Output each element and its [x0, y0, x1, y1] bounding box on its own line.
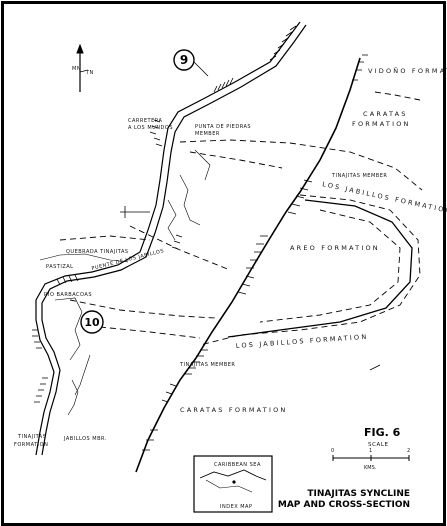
scale-label: SCALE: [368, 442, 389, 448]
figure-label: FIG. 6: [364, 426, 401, 439]
north-label-tn: TN: [85, 70, 94, 76]
stop-9-label: 9: [180, 53, 188, 67]
label-quebrada: QUEBRADA TINAJITAS: [66, 249, 129, 255]
label-caratas-upper-2: FORMATION: [352, 120, 411, 128]
north-label-mn: MN: [72, 66, 81, 72]
scale-tick-0: 0: [331, 448, 334, 454]
strike-hatches: [142, 54, 368, 451]
index-map-label: INDEX MAP: [220, 504, 253, 510]
label-areo: AREO FORMATION: [290, 244, 380, 252]
index-map-sea: CARIBBEAN SEA: [214, 462, 261, 468]
label-tinajitas-member-lower: TINAJITAS MEMBER: [179, 362, 235, 368]
figure-title-line2: MAP AND CROSS-SECTION: [278, 500, 410, 510]
label-jabillos-lower: LOS JABILLOS FORMATION: [236, 333, 369, 350]
north-arrow: [76, 43, 89, 92]
figure-title-line1: TINAJITAS SYNCLINE: [307, 489, 410, 499]
label-caratas-upper-1: CARATAS: [363, 110, 408, 118]
scale-tick-1: 1: [369, 448, 372, 454]
label-pastizal: PASTIZAL: [46, 264, 73, 270]
label-caratas-lower: CARATAS FORMATION: [180, 406, 287, 414]
label-rio: RIO BARBACOAS: [44, 292, 92, 298]
label-punta-piedras-1: PUNTA DE PIEDRAS: [195, 124, 251, 130]
jabillos-contact: [227, 199, 413, 338]
label-jabillos-small: JABILLOS MBR.: [63, 436, 107, 442]
index-map-inset: [193, 455, 273, 513]
label-punta-piedras-2: MEMBER: [195, 131, 220, 137]
scale-bar: [332, 455, 410, 461]
traverse-lines: [120, 206, 381, 371]
label-tinajitas-member-upper: TINAJITAS MEMBER: [331, 173, 387, 179]
stop-10-marker: 10: [80, 310, 104, 334]
stop-9-marker: 9: [173, 49, 195, 71]
label-vidono-1: VIDOÑO FORMATION: [368, 66, 447, 75]
label-carretera-2: A LOS MUNDOS: [128, 125, 173, 131]
stop-10-label: 10: [84, 316, 100, 329]
scale-tick-2: 2: [407, 448, 410, 454]
label-tinajitas-form: TINAJITAS: [17, 434, 46, 440]
formation-contacts: [59, 91, 423, 346]
road: [35, 21, 307, 456]
drainage: [39, 149, 211, 416]
label-formation-small: FORMATION: [14, 442, 48, 448]
label-carretera-1: CARRETERA: [128, 118, 163, 124]
scale-unit: KMS.: [364, 465, 377, 471]
label-jabillos-upper: LOS JABILLOS FORMATION: [322, 180, 447, 215]
